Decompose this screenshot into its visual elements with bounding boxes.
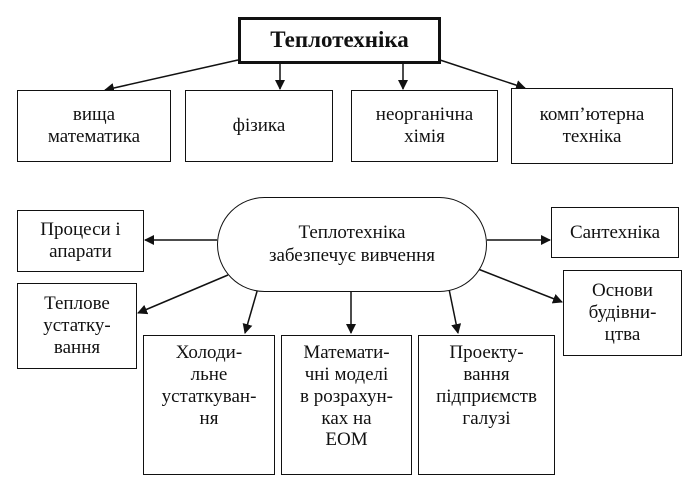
output-text-plumbing: Сантехніка <box>569 221 661 243</box>
output-box-heat-equipment: Теплове устатку- вання <box>17 283 137 369</box>
subject-text-math: вища математика <box>47 104 141 147</box>
subject-box-computer: комп’ютерна техніка <box>511 88 673 164</box>
output-text-construction: Основи будівни- цтва <box>588 280 657 345</box>
output-text-math-models: Математи- чні моделі в розрахун- ках на … <box>300 342 393 451</box>
output-text-processes: Процеси і апарати <box>40 219 121 262</box>
output-text-refrigeration: Холоди- льне устаткуван- ня <box>161 342 257 429</box>
arrow-center-to-construction <box>477 268 563 304</box>
arrow-center-to-design <box>448 288 462 334</box>
output-box-plumbing: Сантехніка <box>551 207 679 258</box>
output-text-heat-equipment: Теплове устатку- вання <box>43 293 111 358</box>
arrow-center-to-refrigeration <box>242 287 259 334</box>
main-title-text: Теплотехніка <box>270 27 409 53</box>
output-box-processes: Процеси і апарати <box>17 210 144 272</box>
arrow-title-to-computer <box>439 59 526 90</box>
subject-text-computer: комп’ютерна техніка <box>539 104 645 147</box>
center-pill-text: Теплотехніка забезпечує вивчення <box>268 221 436 266</box>
output-text-design: Проекту- вання підприємств галузі <box>436 342 537 429</box>
subject-text-chemistry: неорганічна хімія <box>375 104 474 147</box>
subject-box-math: вища математика <box>17 90 171 162</box>
main-title-box: Теплотехніка <box>238 17 441 64</box>
subject-box-chemistry: неорганічна хімія <box>351 90 498 162</box>
output-box-math-models: Математи- чні моделі в розрахун- ках на … <box>281 335 412 475</box>
output-box-construction: Основи будівни- цтва <box>563 270 682 356</box>
subject-text-physics: фізика <box>232 115 286 137</box>
output-box-design: Проекту- вання підприємств галузі <box>418 335 555 475</box>
center-pill: Теплотехніка забезпечує вивчення <box>217 197 487 292</box>
arrow-title-to-math <box>104 59 239 93</box>
arrow-center-to-heat-equipment <box>137 274 229 315</box>
output-box-refrigeration: Холоди- льне устаткуван- ня <box>143 335 275 475</box>
subject-box-physics: фізика <box>185 90 333 162</box>
